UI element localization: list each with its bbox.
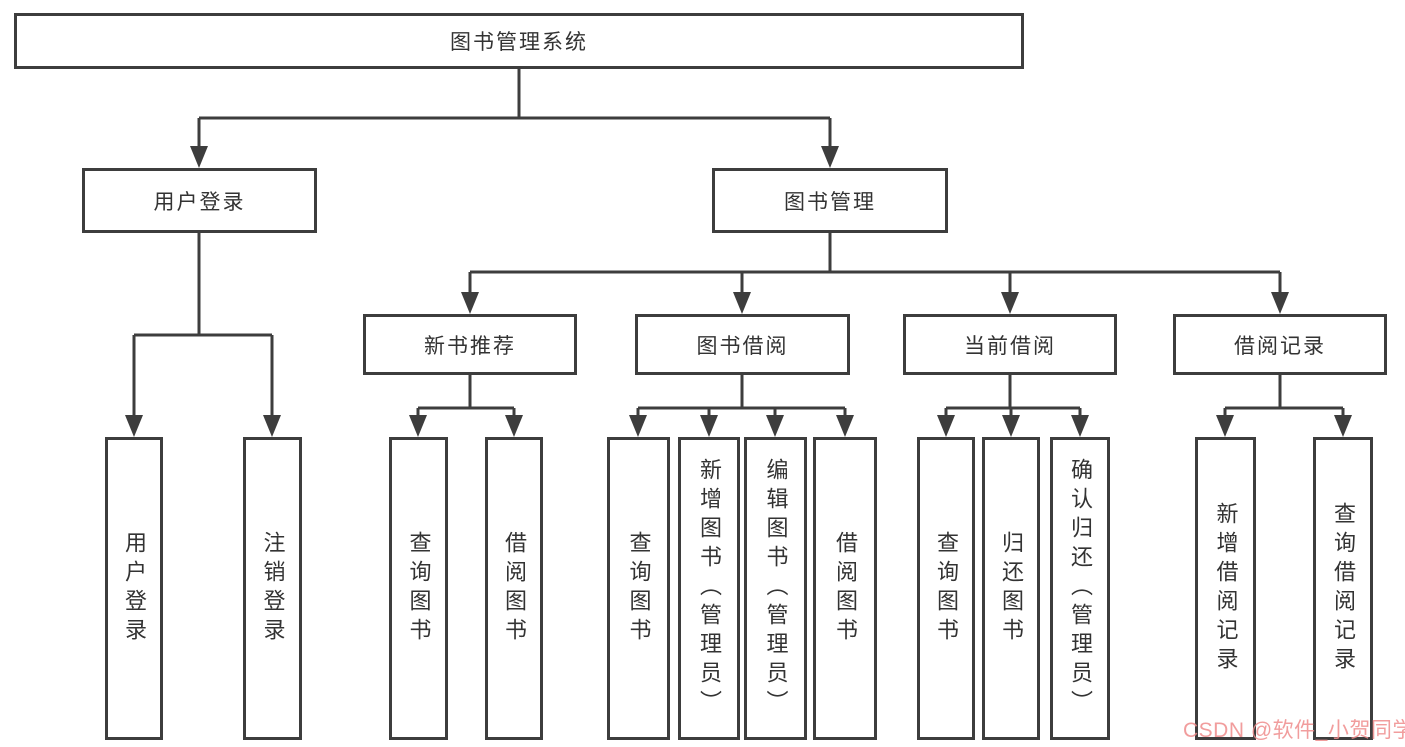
leaf-query-books-recommend: 查询图书 bbox=[389, 437, 448, 740]
leaf-query-borrow-record-label: 查询借阅记录 bbox=[1331, 501, 1356, 676]
connector-paths bbox=[132, 67, 1345, 420]
leaf-confirm-return-admin-label: 确认归还（管理员） bbox=[1068, 458, 1093, 719]
leaf-query-books-borrow-label: 查询图书 bbox=[626, 530, 652, 647]
node-book-management: 图书管理 bbox=[712, 168, 948, 233]
node-library-system: 图书管理系统 bbox=[14, 13, 1024, 69]
leaf-add-books-admin: 新增图书（管理员） bbox=[678, 437, 740, 740]
leaf-return-books-label: 归还图书 bbox=[999, 530, 1024, 647]
leaf-user-login: 用户登录 bbox=[105, 437, 163, 740]
node-book-management-label: 图书管理 bbox=[784, 190, 876, 214]
leaf-edit-books-admin-label: 编辑图书（管理员） bbox=[763, 458, 789, 719]
node-book-borrow: 图书借阅 bbox=[635, 314, 850, 375]
leaf-add-borrow-record: 新增借阅记录 bbox=[1195, 437, 1256, 740]
leaf-query-borrow-record: 查询借阅记录 bbox=[1313, 437, 1373, 740]
node-current-borrow: 当前借阅 bbox=[903, 314, 1117, 375]
leaf-add-borrow-record-label: 新增借阅记录 bbox=[1213, 501, 1239, 676]
node-new-book-recommend: 新书推荐 bbox=[363, 314, 577, 375]
leaf-borrow-books-recommend: 借阅图书 bbox=[485, 437, 543, 740]
leaf-edit-books-admin: 编辑图书（管理员） bbox=[744, 437, 807, 740]
leaf-borrow-books: 借阅图书 bbox=[813, 437, 877, 740]
leaf-logout-login: 注销登录 bbox=[243, 437, 302, 740]
node-book-borrow-label: 图书借阅 bbox=[696, 334, 789, 358]
leaf-query-books-borrow: 查询图书 bbox=[607, 437, 670, 740]
leaf-confirm-return-admin: 确认归还（管理员） bbox=[1050, 437, 1110, 740]
node-user-login: 用户登录 bbox=[82, 168, 317, 233]
leaf-borrow-books-label: 借阅图书 bbox=[833, 530, 858, 647]
csdn-watermark: CSDN @软件_小贺同学 bbox=[1183, 719, 1405, 742]
node-new-book-recommend-label: 新书推荐 bbox=[424, 334, 516, 358]
leaf-logout-login-label: 注销登录 bbox=[260, 530, 286, 647]
leaf-add-books-admin-label: 新增图书（管理员） bbox=[697, 458, 722, 719]
leaf-borrow-books-recommend-label: 借阅图书 bbox=[502, 530, 527, 647]
leaf-query-books-current-label: 查询图书 bbox=[934, 530, 959, 647]
node-library-system-label: 图书管理系统 bbox=[450, 31, 588, 54]
arrowheads bbox=[125, 146, 1352, 437]
leaf-query-books-current: 查询图书 bbox=[917, 437, 975, 740]
node-user-login-label: 用户登录 bbox=[153, 190, 246, 214]
node-current-borrow-label: 当前借阅 bbox=[964, 334, 1056, 358]
node-borrow-records: 借阅记录 bbox=[1173, 314, 1387, 375]
leaf-user-login-label: 用户登录 bbox=[122, 530, 147, 647]
node-borrow-records-label: 借阅记录 bbox=[1234, 334, 1326, 358]
leaf-query-books-recommend-label: 查询图书 bbox=[406, 530, 432, 647]
leaf-return-books: 归还图书 bbox=[982, 437, 1040, 740]
